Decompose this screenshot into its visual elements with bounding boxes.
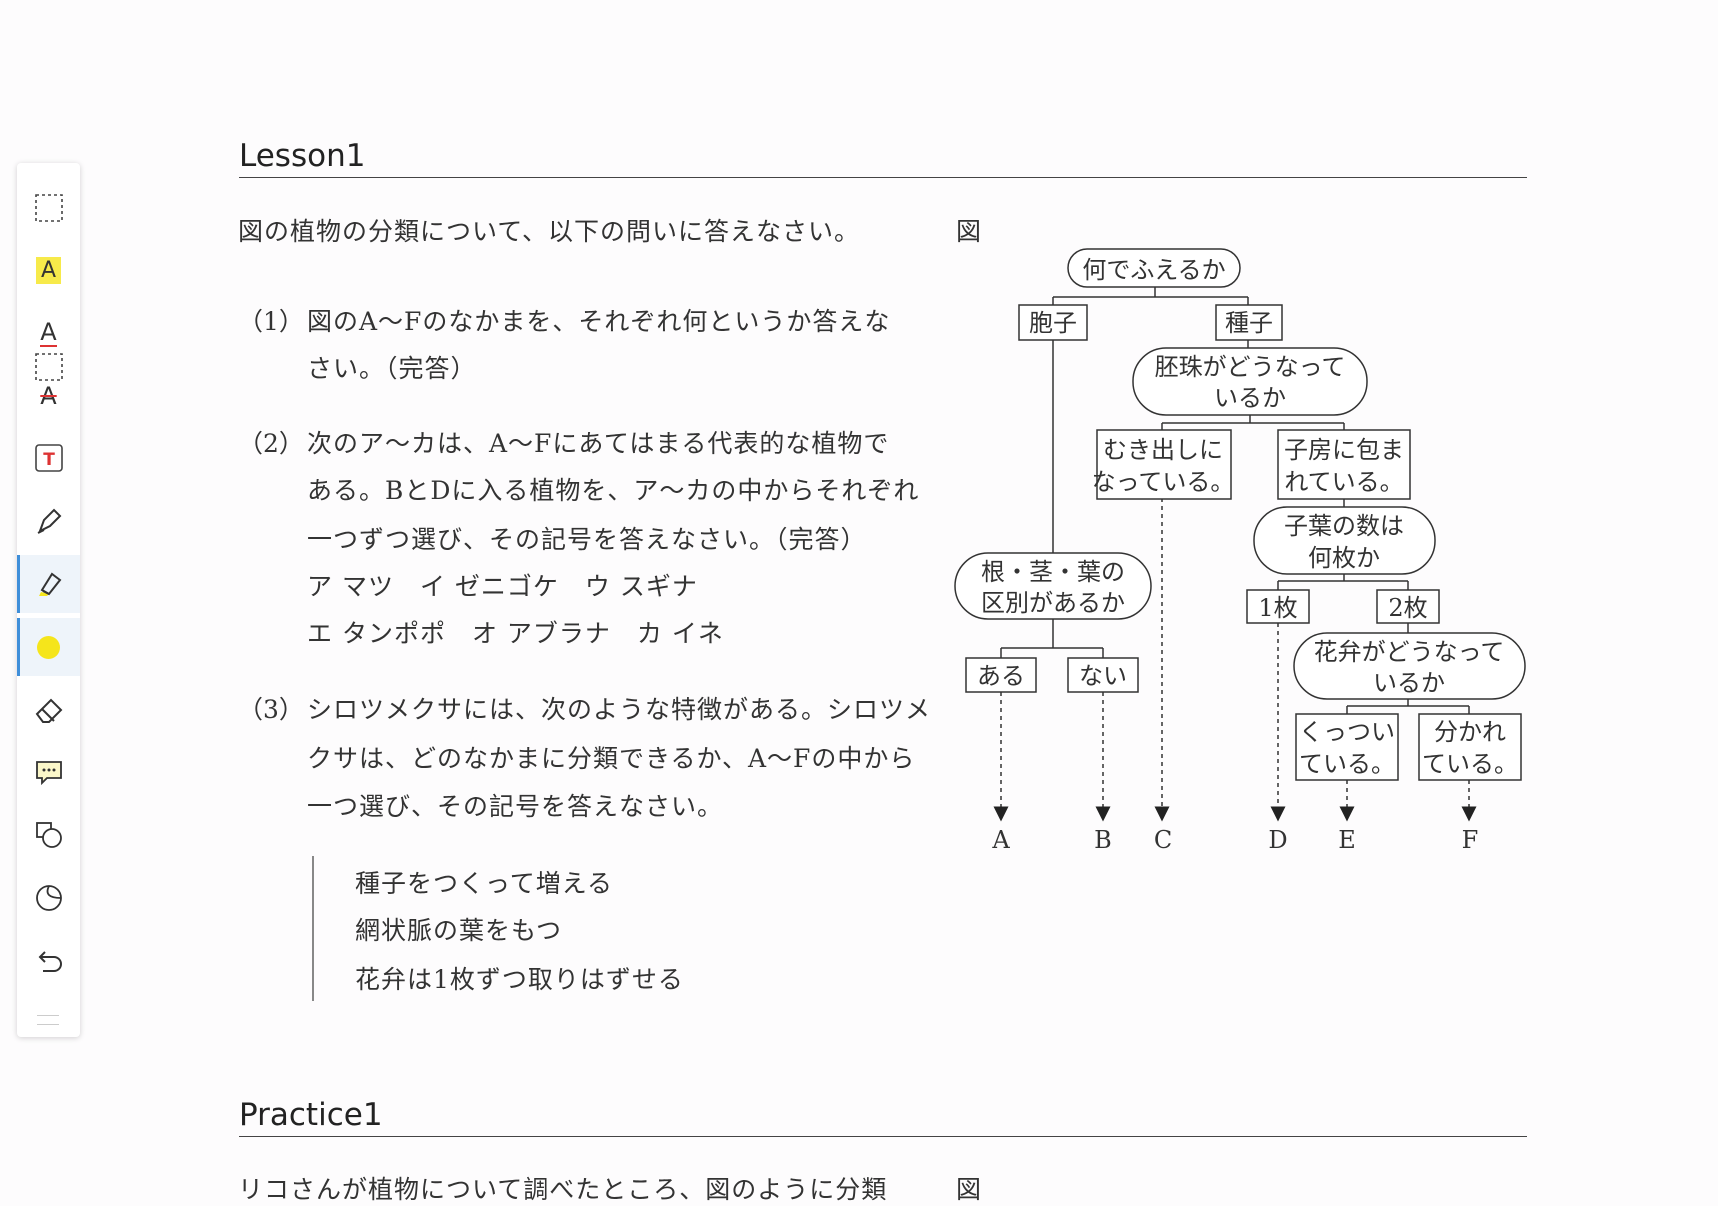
dashed-rectangle-icon — [34, 194, 63, 222]
question-text: クサは、どのなかまに分類できるか、A～Fの中から — [307, 744, 916, 773]
feature-item: 網状脈の葉をもつ — [355, 916, 563, 945]
highlighter-tool[interactable] — [17, 555, 80, 613]
node-spore — [1018, 304, 1088, 341]
highlighter-icon — [38, 572, 61, 596]
node-label: なっている。 — [1092, 468, 1235, 496]
highlight-a-icon: A — [35, 256, 62, 284]
node-enclosed — [1277, 429, 1411, 500]
node-spore-label: 胞子 — [1029, 309, 1077, 337]
node-label: れている。 — [1284, 468, 1403, 496]
figure-label: 図 — [956, 217, 983, 246]
question-text: シロツメクサには、次のような特徴がある。シロツメ — [307, 695, 932, 724]
node-label: くっつい — [1299, 718, 1395, 746]
color-picker[interactable] — [17, 618, 80, 676]
node-two-leaves — [1376, 589, 1440, 624]
strikethrough-tool[interactable]: A — [17, 367, 80, 425]
feature-item: 種子をつくって増える — [355, 869, 614, 898]
node-label: ある — [977, 662, 1025, 690]
select-tool[interactable] — [17, 338, 80, 396]
color-dot-icon — [37, 635, 60, 659]
comment-tool[interactable] — [17, 743, 80, 801]
question-text: 次のア～カは、A～Fにあてはまる代表的な植物で — [307, 429, 890, 458]
node-root-label: 何でふえるか — [1082, 256, 1225, 284]
choice-line: エ タンポポ オ アブラナ カ イネ — [307, 619, 724, 648]
leaf-label-a: A — [991, 826, 1010, 854]
leaf-label-c: C — [1154, 826, 1172, 854]
annotation-toolbar: A A A T — [17, 163, 80, 1037]
node-seed — [1215, 304, 1283, 341]
practice-intro: リコさんが植物について調べたところ、図のように分類 — [238, 1175, 888, 1204]
question-number: （2） — [238, 429, 304, 458]
question-number: （3） — [238, 695, 304, 724]
strikethrough-a-icon: A — [40, 382, 57, 410]
question-text: 一つずつ選び、その記号を答えなさい。（完答） — [307, 525, 867, 554]
dashed-rectangle-icon — [34, 353, 63, 381]
stamp-tool[interactable] — [17, 869, 80, 927]
feature-item: 花弁は1枚ずつ取りはずせる — [355, 965, 684, 994]
pen-tool[interactable] — [17, 492, 80, 550]
leaf-label-d: D — [1268, 826, 1287, 854]
node-label: 2枚 — [1388, 594, 1427, 622]
question-text: 一つ選び、その記号を答えなさい。 — [307, 792, 724, 821]
svg-text:T: T — [43, 450, 55, 470]
node-no — [1067, 657, 1139, 693]
node-seed-label: 種子 — [1225, 309, 1273, 337]
shapes-icon — [35, 822, 62, 848]
underline-tool[interactable]: A — [17, 304, 80, 362]
node-separate — [1418, 713, 1522, 781]
node-label: 子房に包ま — [1284, 436, 1404, 464]
textbox-tool[interactable]: T — [17, 429, 80, 487]
undo-button[interactable] — [17, 932, 80, 990]
stamp-icon — [35, 885, 62, 911]
node-one-leaf — [1246, 589, 1310, 624]
question-number: （1） — [238, 307, 304, 336]
toolbar-drag-handle[interactable] — [37, 1015, 59, 1025]
node-fused — [1295, 713, 1399, 781]
node-root-stem-question — [954, 552, 1152, 620]
node-cotyledon-question — [1253, 506, 1436, 575]
question-text: さい。（完答） — [307, 354, 477, 383]
node-label: ている。 — [1299, 750, 1395, 778]
node-ovule-question — [1132, 347, 1368, 416]
node-root — [1067, 248, 1241, 288]
eraser-icon — [35, 698, 62, 723]
node-petal-question — [1293, 632, 1526, 700]
node-label: 何枚か — [1308, 544, 1380, 572]
textbox-icon: T — [34, 444, 63, 472]
node-yes — [965, 657, 1037, 693]
leaf-label-f: F — [1462, 826, 1479, 854]
undo-icon — [38, 951, 62, 972]
node-label: ている。 — [1422, 750, 1518, 778]
node-label: 根・茎・葉の — [981, 558, 1125, 586]
lesson-intro: 図の植物の分類について、以下の問いに答えなさい。 — [238, 217, 861, 246]
lesson-title: Lesson1 — [239, 137, 1527, 178]
question-text: ある。BとDに入る植物を、ア～カの中からそれぞれ — [307, 476, 920, 505]
node-label: いるか — [1214, 384, 1286, 412]
leaf-label-e: E — [1338, 826, 1356, 854]
underline-a-icon: A — [40, 318, 57, 347]
practice-title: Practice1 — [239, 1096, 1527, 1137]
node-exposed — [1096, 429, 1232, 500]
leaf-label-b: B — [1094, 826, 1112, 854]
pen-icon — [37, 508, 61, 534]
node-label: ない — [1079, 662, 1127, 690]
node-label: むき出しに — [1103, 436, 1223, 464]
shape-tool[interactable] — [17, 806, 80, 864]
figure-label: 図 — [956, 1175, 983, 1204]
node-label: 花弁がどうなって — [1314, 638, 1505, 666]
node-label: 1枚 — [1258, 594, 1297, 622]
select-tool[interactable] — [17, 179, 80, 237]
node-label: 子葉の数は — [1284, 512, 1404, 540]
question-text: 図のA～Fのなかまを、それぞれ何というか答えな — [307, 307, 891, 336]
node-label: 分かれ — [1434, 718, 1506, 746]
node-label: いるか — [1373, 669, 1445, 697]
choice-line: ア マツ イ ゼニゴケ ウ スギナ — [307, 572, 698, 601]
comment-icon — [35, 761, 62, 786]
highlight-text-tool[interactable]: A — [17, 241, 80, 299]
node-label: 区別があるか — [981, 589, 1125, 617]
eraser-tool[interactable] — [17, 681, 80, 739]
feature-list-bar — [312, 856, 314, 1001]
node-label: 胚珠がどうなって — [1155, 353, 1346, 381]
